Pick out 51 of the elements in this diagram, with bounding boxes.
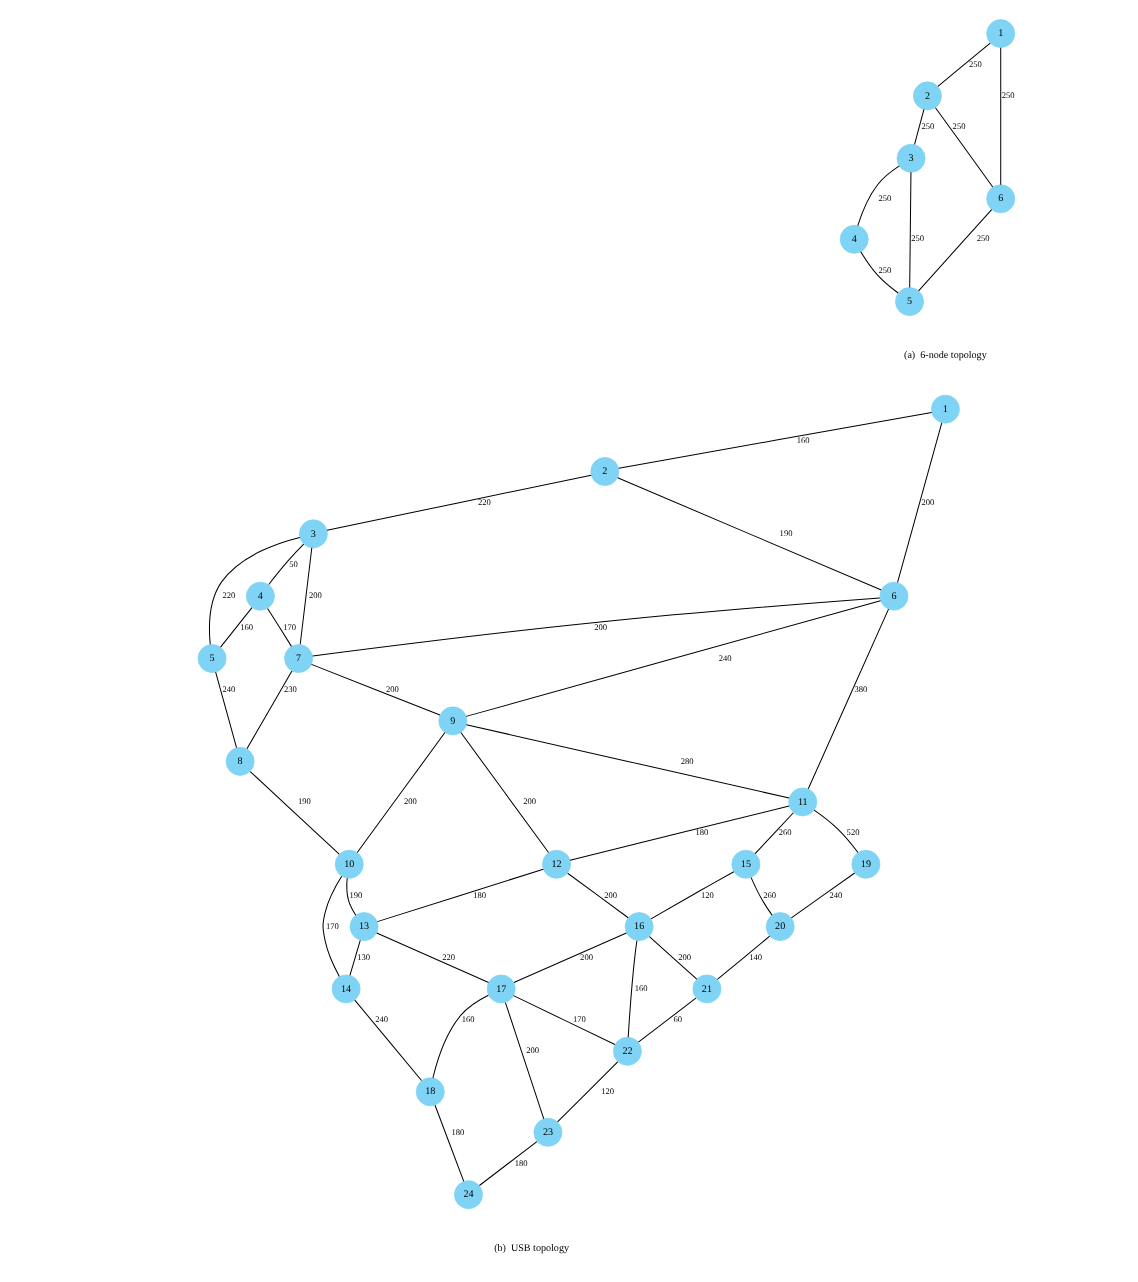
connector — [312, 597, 881, 657]
connector — [349, 939, 361, 976]
connector — [617, 477, 882, 591]
connector — [465, 600, 882, 717]
connector — [209, 536, 301, 645]
connector — [354, 999, 423, 1081]
connector — [268, 543, 305, 585]
connector — [246, 670, 293, 750]
connector — [914, 108, 925, 145]
connector — [860, 251, 899, 294]
connector — [434, 1104, 465, 1182]
connector — [650, 871, 735, 920]
connector — [1000, 47, 1002, 186]
connector — [299, 547, 313, 645]
connector — [567, 872, 629, 919]
connector — [322, 875, 343, 978]
connector — [813, 809, 859, 853]
connector — [618, 411, 933, 469]
connector — [376, 932, 490, 984]
connector — [716, 935, 771, 980]
connector — [637, 997, 697, 1043]
connector — [310, 663, 441, 716]
connector — [569, 805, 790, 861]
connector — [249, 771, 340, 855]
connector — [857, 165, 900, 227]
connector — [215, 671, 238, 749]
connector — [897, 422, 943, 583]
connector — [356, 732, 446, 854]
connector — [504, 1002, 545, 1120]
connector — [909, 171, 912, 288]
connector — [648, 936, 698, 980]
connector — [267, 607, 292, 647]
connector — [478, 1141, 538, 1187]
connector — [465, 724, 790, 799]
connector — [790, 872, 856, 919]
connector — [557, 1061, 619, 1123]
connector — [376, 868, 544, 923]
connector — [934, 107, 994, 188]
connector — [326, 474, 592, 531]
connector — [220, 607, 253, 648]
connector — [807, 608, 890, 790]
connector — [513, 932, 627, 984]
connector — [918, 209, 993, 292]
connector — [432, 994, 489, 1079]
connector — [460, 732, 550, 854]
connector — [750, 877, 773, 916]
connector — [346, 877, 357, 916]
connector — [627, 940, 638, 1038]
connector — [754, 812, 794, 855]
connector — [937, 42, 991, 87]
connector — [513, 995, 616, 1045]
